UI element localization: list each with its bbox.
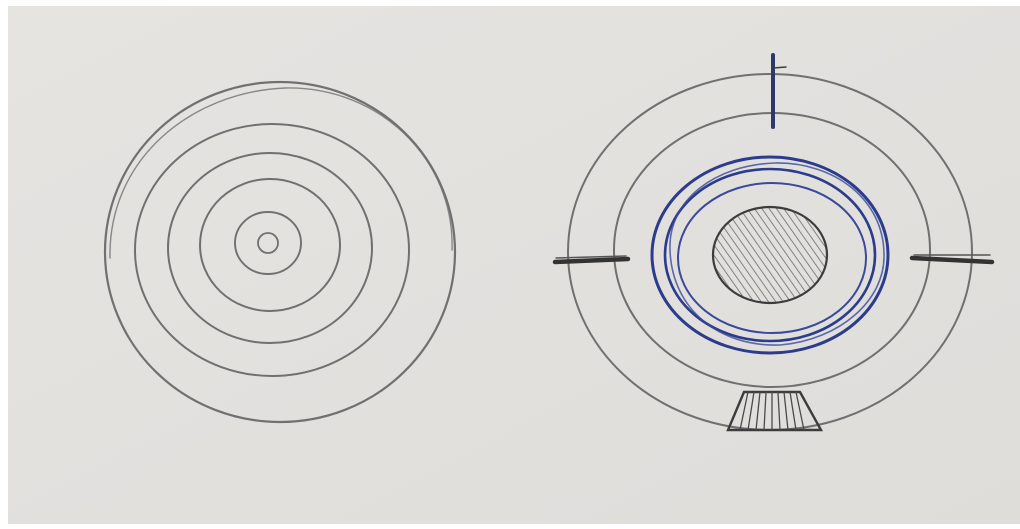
top-tick-cap xyxy=(773,67,786,68)
left-tick xyxy=(555,259,628,262)
paper-background xyxy=(8,6,1020,524)
